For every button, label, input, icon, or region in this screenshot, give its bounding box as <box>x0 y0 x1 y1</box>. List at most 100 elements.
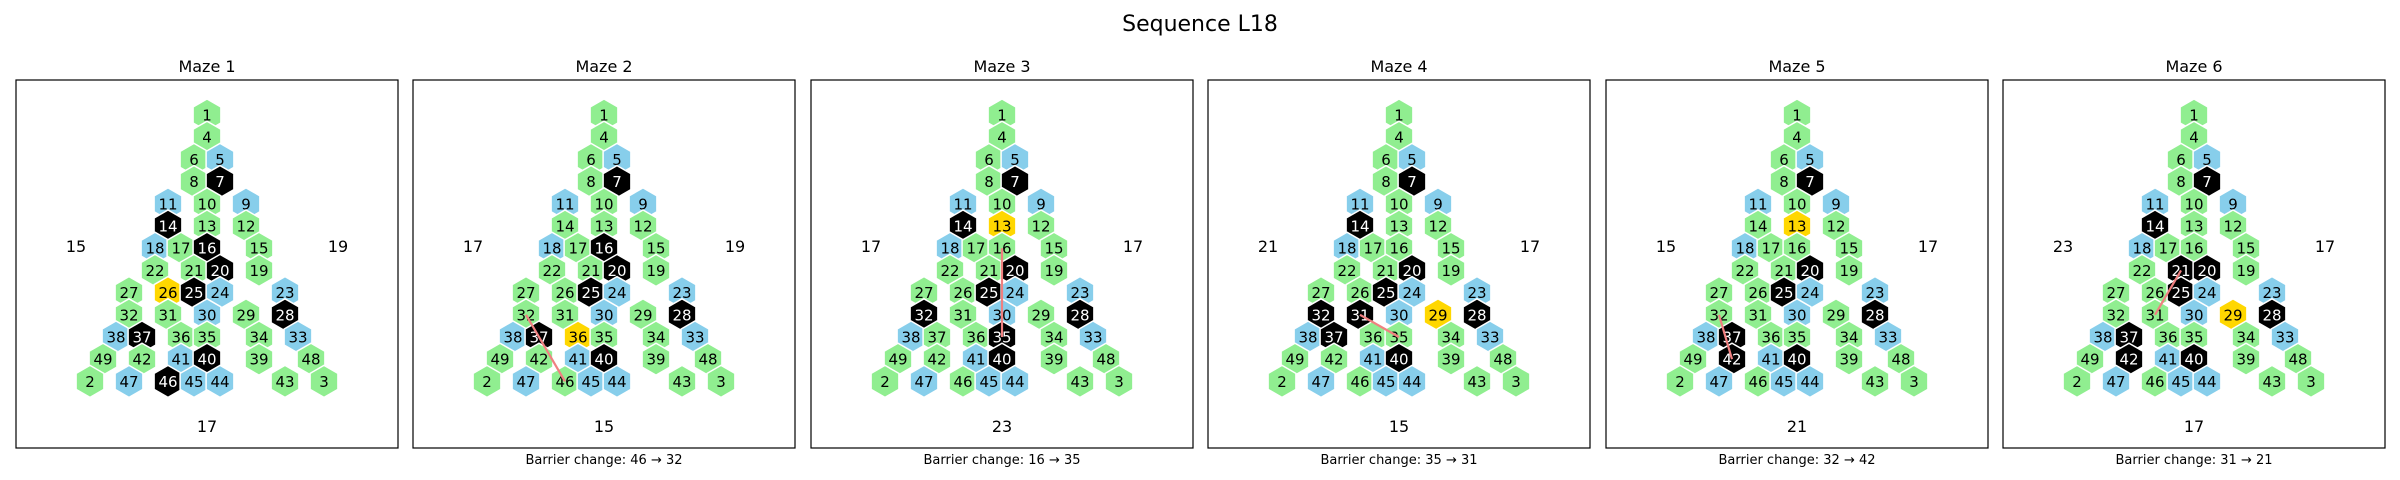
hex-cell-47: 47 <box>2101 364 2131 399</box>
hex-shape <box>667 364 697 399</box>
hex-label: 5 <box>2202 151 2212 169</box>
hex-label: 48 <box>1891 351 1910 369</box>
hex-label: 43 <box>1865 373 1884 391</box>
hex-label: 23 <box>1865 284 1884 302</box>
side-label-bottom: 23 <box>992 417 1012 436</box>
side-label-bottom: 17 <box>197 417 217 436</box>
hex-label: 13 <box>1787 218 1806 236</box>
hex-cell-39: 39 <box>1039 342 1069 377</box>
hex-cell-24: 24 <box>2192 275 2222 310</box>
hex-label: 2 <box>2072 373 2082 391</box>
hex-cell-14: 14 <box>1345 209 1375 243</box>
hex-cell-49: 49 <box>883 342 913 377</box>
hex-label: 40 <box>594 351 613 369</box>
hex-cell-31: 31 <box>1743 297 1773 332</box>
hex-label: 23 <box>1467 284 1486 302</box>
hex-label: 49 <box>888 351 907 369</box>
side-label-right: 17 <box>2315 237 2335 256</box>
hex-cell-28: 28 <box>1065 297 1095 332</box>
hex-label: 35 <box>992 329 1011 347</box>
hex-label: 18 <box>542 240 561 258</box>
hex-cell-46: 46 <box>1345 364 1375 399</box>
hex-label: 11 <box>2145 195 2164 213</box>
hex-label: 12 <box>2223 218 2242 236</box>
hex-label: 29 <box>1031 306 1050 324</box>
hex-cell-19: 19 <box>641 253 671 288</box>
hex-label: 44 <box>210 373 229 391</box>
hex-label: 28 <box>2262 306 2281 324</box>
hex-label: 25 <box>581 284 600 302</box>
hex-cell-49: 49 <box>88 342 118 377</box>
hex-label: 29 <box>1428 306 1447 324</box>
hex-label: 33 <box>1878 329 1897 347</box>
hex-label: 35 <box>1787 329 1806 347</box>
hex-cell-10: 10 <box>192 186 222 221</box>
hex-cell-27: 27 <box>2101 275 2131 310</box>
hex-cell-10: 10 <box>987 186 1017 221</box>
hex-cell-44: 44 <box>205 364 235 399</box>
hex-label: 32 <box>914 306 933 324</box>
hex-label: 10 <box>197 195 216 213</box>
hex-cell-44: 44 <box>2192 364 2222 399</box>
hex-label: 12 <box>1031 218 1050 236</box>
hex-shape <box>75 364 105 399</box>
hex-shape <box>2231 253 2261 288</box>
hex-label: 38 <box>106 329 125 347</box>
hex-label: 22 <box>1735 262 1754 280</box>
hex-label: 37 <box>927 329 946 347</box>
side-label-bottom: 15 <box>1389 417 1409 436</box>
hex-label: 16 <box>1389 240 1408 258</box>
hex-label: 40 <box>2184 351 2203 369</box>
hex-cell-40: 40 <box>2179 342 2209 377</box>
hex-label: 12 <box>633 218 652 236</box>
hex-label: 37 <box>1324 329 1343 347</box>
hex-cell-34: 34 <box>1436 320 1466 354</box>
hex-label: 28 <box>1865 306 1884 324</box>
hex-cell-3: 3 <box>2296 364 2326 399</box>
hex-label: 21 <box>1774 262 1793 280</box>
hex-shape <box>2192 364 2222 399</box>
hex-label: 32 <box>2106 306 2125 324</box>
hex-label: 21 <box>184 262 203 280</box>
hex-label: 12 <box>1826 218 1845 236</box>
hex-cell-45: 45 <box>2166 364 2196 399</box>
hex-cell-39: 39 <box>641 342 671 377</box>
hex-label: 5 <box>1010 151 1020 169</box>
hex-label: 27 <box>1311 284 1330 302</box>
hex-cell-11: 11 <box>153 186 183 221</box>
hex-cell-3: 3 <box>1501 364 1531 399</box>
hex-cell-48: 48 <box>693 342 723 377</box>
hex-label: 13 <box>2184 218 2203 236</box>
hex-cell-46: 46 <box>153 364 183 399</box>
panel-caption-4: Barrier change: 35 → 31 <box>1320 453 1478 468</box>
hex-cell-25: 25 <box>1371 275 1401 310</box>
hex-cell-2: 2 <box>75 364 105 399</box>
hex-label: 8 <box>984 173 994 191</box>
hex-label: 38 <box>901 329 920 347</box>
hex-label: 15 <box>1441 240 1460 258</box>
hex-cell-49: 49 <box>1678 342 1708 377</box>
hex-cell-35: 35 <box>589 320 619 354</box>
hex-label: 17 <box>966 240 985 258</box>
hex-label: 36 <box>1761 329 1780 347</box>
hex-label: 35 <box>1389 329 1408 347</box>
hex-label: 39 <box>1044 351 1063 369</box>
hex-cell-28: 28 <box>1860 297 1890 332</box>
hex-cell-23: 23 <box>1462 275 1492 310</box>
hex-label: 17 <box>1761 240 1780 258</box>
hex-cell-47: 47 <box>511 364 541 399</box>
hex-cell-39: 39 <box>1436 342 1466 377</box>
hex-label: 26 <box>2145 284 2164 302</box>
hex-label: 6 <box>984 151 994 169</box>
hex-cell-48: 48 <box>1886 342 1916 377</box>
hex-cell-40: 40 <box>1384 342 1414 377</box>
hex-cell-13: 13 <box>1384 209 1414 243</box>
hex-cell-17: 17 <box>563 231 593 266</box>
hex-label: 26 <box>158 284 177 302</box>
hex-shape <box>2231 342 2261 377</box>
hex-shape <box>2257 364 2287 399</box>
hex-cell-43: 43 <box>1065 364 1095 399</box>
side-label-bottom: 15 <box>594 417 614 436</box>
